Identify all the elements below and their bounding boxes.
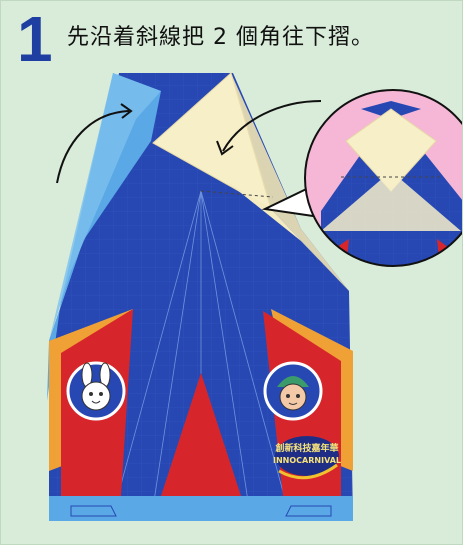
fold-line	[200, 190, 274, 198]
magnifier-callout	[304, 89, 462, 267]
folded-corner-flap	[152, 72, 349, 291]
step-instruction: 先沿着斜線把 2 個角往下摺。	[67, 25, 374, 50]
logo-line2: INNOCARNIVAL	[273, 456, 341, 465]
logo-line1: 創新科技嘉年華	[274, 442, 338, 454]
innocarnival-logo: 創新科技嘉年華 INNOCARNIVAL	[273, 436, 341, 480]
paper-bottom-strip	[49, 496, 353, 521]
curved-arrow-icon	[56, 103, 133, 184]
rabbit-mascot-icon	[66, 361, 126, 421]
step-number: 1	[17, 3, 53, 75]
left-flap	[47, 73, 161, 401]
curved-arrow-icon	[216, 100, 322, 156]
boy-mascot-icon	[263, 361, 323, 421]
center-red-triangle	[161, 373, 241, 496]
